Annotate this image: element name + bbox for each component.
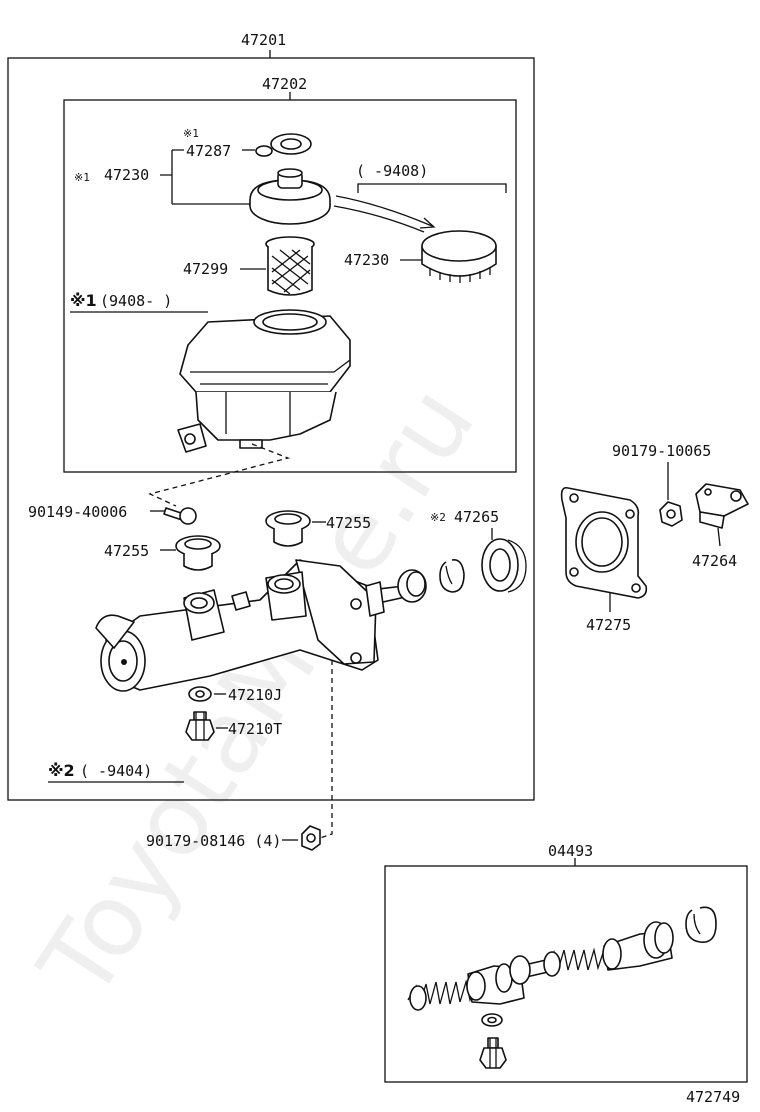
figure-number: 472749 <box>686 1088 740 1106</box>
snap-ring <box>439 558 465 593</box>
nut-90179-10065 <box>659 501 683 527</box>
dashed-guide-nut <box>319 660 333 839</box>
label-47210t: 47210T <box>228 720 282 738</box>
screw-90149-40006 <box>163 507 197 525</box>
label-47255-left: 47255 <box>104 542 149 560</box>
note-from-9408: (9408- ) <box>100 292 172 310</box>
grommet-47255-right <box>265 510 311 547</box>
note2-mark-9404: ※2 <box>48 761 75 780</box>
union-bolt-47210t <box>185 711 215 741</box>
reservoir-cap-47230-ribbed <box>421 230 497 283</box>
bracket-47264 <box>695 483 749 529</box>
label-47230-left: 47230 <box>104 166 149 184</box>
note-upto-9408: ( -9408) <box>356 162 428 180</box>
grommet-47287 <box>255 133 312 157</box>
label-47299: 47299 <box>183 260 228 278</box>
note1-mark-47230: ※1 <box>74 171 90 184</box>
strainer-47299 <box>265 236 315 296</box>
dashed-guide-screw <box>148 443 291 507</box>
label-47264: 47264 <box>692 552 737 570</box>
nut-90179-08146 <box>301 825 321 851</box>
label-47287: 47287 <box>186 142 231 160</box>
label-47265: 47265 <box>454 508 499 526</box>
label-90149-40006: 90149-40006 <box>28 503 127 521</box>
seal-47265 <box>481 538 527 593</box>
frame-47201 <box>7 57 535 801</box>
note1-mark-47287: ※1 <box>183 127 199 140</box>
master-cylinder-body <box>95 559 427 692</box>
label-47255-right: 47255 <box>326 514 371 532</box>
reservoir-tank <box>177 309 351 453</box>
note2-mark-47265: ※2 <box>430 511 446 524</box>
note1-mark-9408: ※1 <box>70 291 97 310</box>
kit-union-bolt <box>479 1037 507 1069</box>
label-47230-right: 47230 <box>344 251 389 269</box>
label-90179-08146: 90179-08146 (4) <box>146 832 281 850</box>
label-47202: 47202 <box>262 75 307 93</box>
label-90179-10065: 90179-10065 <box>612 442 711 460</box>
piston-assembly-primary <box>407 955 549 1011</box>
label-47201: 47201 <box>241 31 286 49</box>
reservoir-cap-47230 <box>249 168 331 225</box>
kit-snap-ring <box>685 906 717 943</box>
grommet-47255-left <box>175 535 221 571</box>
frame-04493 <box>384 865 748 1083</box>
label-47275: 47275 <box>586 616 631 634</box>
note-upto-9404: ( -9404) <box>80 762 152 780</box>
piston-assembly-secondary <box>543 921 674 977</box>
gasket-plate-47275 <box>560 486 648 599</box>
label-47210j: 47210J <box>228 686 282 704</box>
kit-gasket <box>481 1013 503 1027</box>
gasket-47210j <box>188 686 212 702</box>
label-04493: 04493 <box>548 842 593 860</box>
